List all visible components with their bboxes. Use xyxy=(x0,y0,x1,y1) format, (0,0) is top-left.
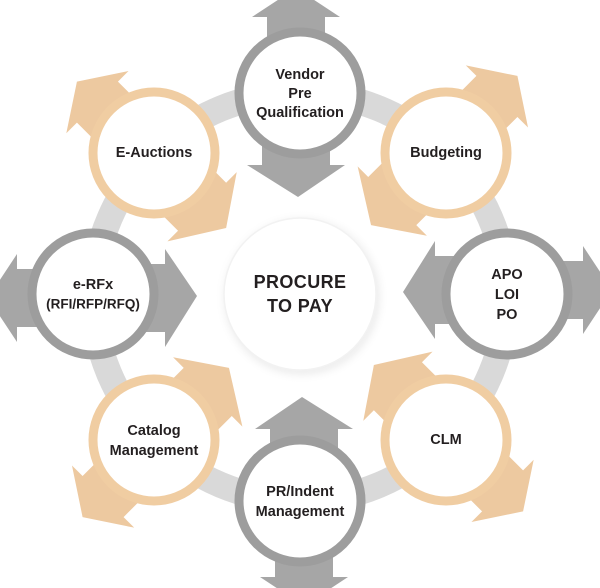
node-rings xyxy=(27,27,573,567)
arrow-wing-group-erfx xyxy=(0,249,197,347)
node-ring-budgeting[interactable] xyxy=(380,87,512,219)
node-label-line: Budgeting xyxy=(410,145,482,161)
node-ring-catalog-management[interactable] xyxy=(88,374,220,506)
arrow-wing-group-apo xyxy=(403,241,600,339)
node-label-line: Catalog xyxy=(127,423,180,439)
arrow-wing-group-vendor xyxy=(247,0,345,197)
node-label-line: CLM xyxy=(430,432,461,448)
inbound-arrow-icon xyxy=(462,65,529,132)
node-label-clm: CLM xyxy=(430,432,461,448)
node-label-e-rfx: e-RFx (RFI/RFP/RFQ) xyxy=(46,277,140,312)
node-label-line: Vendor xyxy=(275,67,325,83)
node-label-vendor-pre-qualification: Vendor Pre Qualification xyxy=(256,67,344,121)
arrow-wing-group-pr xyxy=(255,397,353,588)
node-ring-clm[interactable] xyxy=(380,374,512,506)
node-label-line: (RFI/RFP/RFQ) xyxy=(46,297,140,312)
node-label-line: LOI xyxy=(495,287,519,303)
node-labels: Vendor Pre Qualification Budgeting APO L… xyxy=(46,67,523,520)
outbound-arrow-icon xyxy=(363,351,437,425)
outbound-arrow-icon xyxy=(247,145,345,197)
inbound-arrow-icon xyxy=(563,246,600,334)
node-label-line: E-Auctions xyxy=(116,145,193,161)
center-hub[interactable]: PROCURE TO PAY xyxy=(215,210,389,384)
node-ring-pr-indent-management[interactable] xyxy=(234,435,366,567)
node-label-line: e-RFx xyxy=(73,277,113,293)
outbound-arrow-icon xyxy=(357,162,431,236)
inbound-arrow-icon xyxy=(71,461,138,528)
outbound-arrow-icon xyxy=(145,249,197,347)
node-label-line: Qualification xyxy=(256,105,344,121)
outbound-arrow-icon xyxy=(255,397,353,449)
center-label-line2: TO PAY xyxy=(267,296,333,316)
outbound-arrow-icon xyxy=(163,168,237,242)
node-ring-e-auctions[interactable] xyxy=(88,87,220,219)
node-label-line: Management xyxy=(110,443,199,459)
inbound-arrow-icon xyxy=(260,557,348,588)
inbound-arrow-icon xyxy=(252,0,340,37)
arrow-wing-group-clm xyxy=(363,351,534,523)
center-hub-circle[interactable] xyxy=(223,217,377,371)
node-label-line: APO xyxy=(491,267,522,283)
inbound-arrow-icon xyxy=(467,456,534,523)
node-ring-vendor-pre-qualification[interactable] xyxy=(234,27,366,159)
node-label-line: PO xyxy=(497,307,518,323)
arrow-wing-group-eauctions xyxy=(66,70,237,242)
outbound-arrow-icon xyxy=(403,241,455,339)
inbound-arrow-icon xyxy=(66,70,133,137)
node-label-catalog-management: Catalog Management xyxy=(110,423,199,459)
outbound-arrow-icon xyxy=(169,357,243,431)
center-label-line1: PROCURE xyxy=(254,272,347,292)
node-label-line: Pre xyxy=(288,86,311,102)
node-label-line: Management xyxy=(256,504,345,520)
node-ring-e-rfx[interactable] xyxy=(27,228,159,360)
node-label-apo-loi-po: APO LOI PO xyxy=(491,267,522,323)
node-label-budgeting: Budgeting xyxy=(410,145,482,161)
node-label-e-auctions: E-Auctions xyxy=(116,145,193,161)
inbound-arrow-icon xyxy=(0,254,37,342)
node-label-line: PR/Indent xyxy=(266,484,334,500)
node-ring-apo-loi-po[interactable] xyxy=(441,228,573,360)
arrow-wing-group-budgeting xyxy=(357,65,529,236)
arrow-wing-group-catalog xyxy=(71,357,243,528)
node-label-pr-indent-management: PR/Indent Management xyxy=(256,484,345,520)
